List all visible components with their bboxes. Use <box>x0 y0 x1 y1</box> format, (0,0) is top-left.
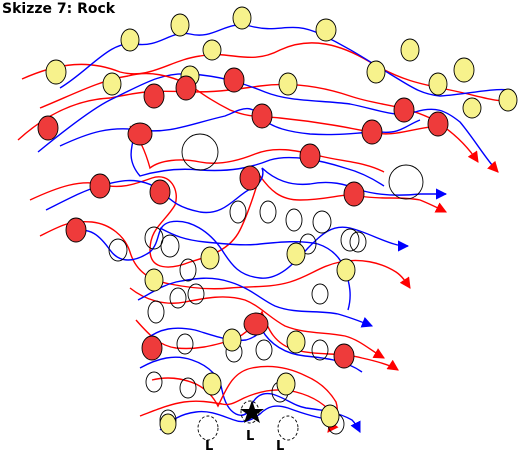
open-circle <box>285 208 303 232</box>
red-bead <box>89 173 111 199</box>
red-thread <box>151 365 339 433</box>
blue-thread <box>137 277 374 328</box>
red-bead <box>299 143 321 169</box>
red-thread <box>139 389 337 419</box>
yellow-bead <box>286 242 306 266</box>
open-circle <box>176 333 194 355</box>
red-bead <box>239 165 261 191</box>
red-bead <box>343 181 365 207</box>
sketch-title: Skizze 7: Rock <box>2 1 116 17</box>
red-bead <box>393 97 415 123</box>
red-bead <box>333 343 355 369</box>
yellow-bead <box>286 330 306 354</box>
yellow-bead <box>232 6 252 30</box>
start-star-icon <box>240 400 264 423</box>
blue-thread <box>37 73 499 173</box>
red-bead <box>149 179 171 205</box>
yellow-bead <box>170 13 190 37</box>
yellow-bead <box>202 372 222 396</box>
leaf-label: L <box>246 429 254 444</box>
blue-thread <box>159 405 333 431</box>
red-bead <box>427 111 449 137</box>
open-circle <box>160 234 180 258</box>
yellow-bead <box>462 97 482 119</box>
yellow-bead <box>222 328 242 352</box>
open-circle <box>144 226 164 250</box>
red-thread <box>135 310 399 371</box>
open-circle <box>187 283 205 305</box>
yellow-bead <box>120 28 140 52</box>
yellow-bead <box>276 372 296 396</box>
red-bead <box>361 119 383 145</box>
open-circle <box>259 200 277 224</box>
yellow-bead <box>400 38 420 62</box>
yellow-bead <box>315 18 337 42</box>
open-circle <box>179 377 197 399</box>
open-circle <box>181 133 219 171</box>
red-bead <box>141 335 163 361</box>
leaf-label: L <box>205 439 213 453</box>
yellow-bead <box>159 413 177 435</box>
blue-thread <box>130 133 385 187</box>
red-bead <box>65 217 87 243</box>
yellow-bead <box>320 404 340 428</box>
blue-thread <box>144 327 363 373</box>
red-thread <box>129 287 385 359</box>
red-thread <box>39 220 411 290</box>
yellow-bead <box>144 268 164 292</box>
open-circle <box>145 371 163 393</box>
red-bead <box>37 115 59 141</box>
yellow-bead <box>45 59 67 85</box>
yellow-bead <box>202 39 222 61</box>
yellow-bead <box>498 88 518 112</box>
yellow-bead <box>453 57 475 83</box>
leaf-label: L <box>276 439 284 453</box>
open-circle <box>229 200 247 224</box>
open-circle <box>108 238 128 262</box>
open-circle <box>340 228 360 252</box>
open-circle <box>311 339 329 361</box>
open-circle <box>312 210 332 234</box>
open-circle <box>169 287 187 309</box>
red-bead <box>175 75 197 101</box>
yellow-bead <box>102 72 122 96</box>
red-bead <box>251 103 273 129</box>
yellow-bead <box>336 258 356 282</box>
red-thread <box>129 125 385 173</box>
open-circle <box>179 258 197 282</box>
red-bead <box>127 122 153 146</box>
open-circle <box>388 164 424 200</box>
red-bead <box>143 83 165 109</box>
yellow-bead <box>278 72 298 96</box>
red-bead <box>243 312 269 336</box>
open-circle <box>311 283 329 305</box>
dashed-circle <box>197 415 219 441</box>
open-circle <box>147 300 165 324</box>
yellow-bead <box>366 60 386 84</box>
dashed-circle <box>277 415 299 441</box>
open-circle <box>255 339 273 361</box>
red-thread <box>17 83 479 163</box>
red-thread <box>21 42 516 102</box>
blue-thread <box>71 220 410 279</box>
red-bead <box>223 67 245 93</box>
yellow-bead <box>200 246 220 270</box>
yellow-bead <box>428 72 448 96</box>
open-circle <box>349 231 367 253</box>
